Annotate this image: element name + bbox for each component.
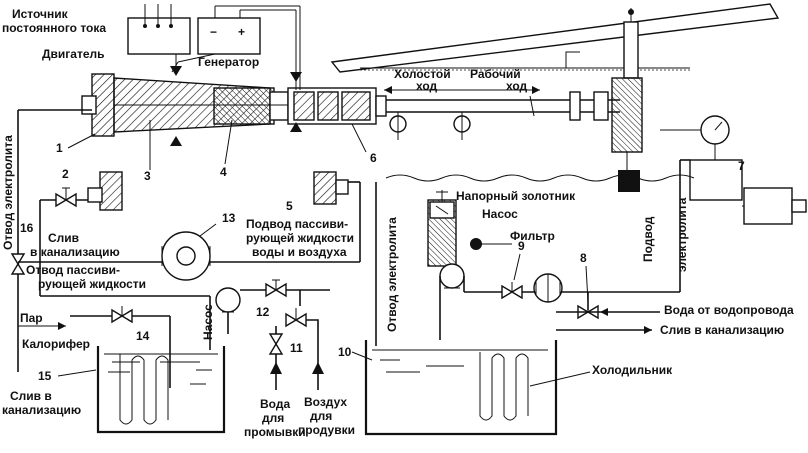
electrolyte-supply-label-1: Подвод	[641, 216, 655, 262]
passivating-supply-label-1: Подвод пассиви-	[246, 217, 348, 231]
cooler-label: Холодильник	[592, 363, 673, 377]
callout-3: 3	[144, 169, 151, 183]
valve-12	[265, 279, 287, 298]
idle-stroke-label-1: Холостой	[394, 67, 451, 81]
filter-label: Фильтр	[510, 229, 555, 243]
passivating-supply-label-2: рующей жидкости	[246, 231, 354, 245]
sewer-drain-bottom-label-2: канализацию	[2, 403, 81, 417]
pressure-valve-label: Напорный золотник	[456, 189, 576, 203]
dc-source-label-2: постоянного тока	[2, 21, 106, 35]
electrolyte-drain-mid-label: Отвод электролита	[385, 217, 399, 332]
callout-13: 13	[222, 211, 236, 225]
callout-14: 14	[136, 329, 150, 343]
pressure-valve	[427, 190, 482, 267]
callout-2: 2	[62, 167, 69, 181]
left-drain-valve	[10, 253, 26, 275]
callout-12: 12	[256, 305, 270, 319]
shaft-supports	[389, 91, 609, 140]
callout-10: 10	[338, 345, 352, 359]
valve-16	[55, 187, 77, 208]
part-2	[87, 171, 123, 211]
callout-16: 16	[20, 221, 34, 235]
valve-11	[285, 308, 307, 328]
dc-source-label-1: Источник	[12, 7, 69, 21]
left-pump	[215, 287, 241, 334]
callout-6: 6	[370, 151, 377, 165]
sewer-drain-left-label-1: Слив	[48, 231, 79, 245]
callout-4: 4	[220, 165, 227, 179]
callout-7: 7	[738, 159, 745, 173]
callout-1: 1	[56, 141, 63, 155]
wash-water-label-1: Вода	[260, 397, 290, 411]
sewer-drain-right-label: Слив в канализацию	[660, 323, 784, 337]
sewer-drain-left-label-2: в канализацию	[30, 245, 120, 259]
minus-sign: −	[210, 25, 217, 39]
electrode-tool-assembly	[81, 66, 387, 146]
plus-sign: +	[238, 25, 245, 39]
part-5	[313, 171, 349, 205]
motor-label: Двигатель	[42, 47, 105, 61]
electrolyte-drain-left-label: Отвод электролита	[1, 135, 15, 250]
valve-14	[111, 306, 133, 324]
working-stroke-label-2: ход	[506, 79, 528, 93]
passivating-drain-label-1: Отвод пассиви-	[26, 263, 120, 277]
generator-box: − +	[171, 5, 301, 82]
generator-label: Генератор	[198, 55, 259, 69]
blow-air-label-1: Воздух	[304, 395, 347, 409]
passivating-drain-label-2: рующей жидкости	[38, 277, 146, 291]
lever-mechanism	[330, 3, 780, 192]
callout-5: 5	[286, 199, 293, 213]
tap-water-label: Вода от водопровода	[664, 303, 794, 317]
callout-15: 15	[38, 369, 52, 383]
electrolyte-supply-label-2: электролита	[675, 197, 689, 272]
heater-label: Калорифер	[22, 337, 90, 351]
motor-7	[660, 115, 807, 225]
left-pump-label: Насос	[201, 304, 215, 340]
blow-air-label-2: для	[310, 409, 332, 423]
callout-8: 8	[580, 251, 587, 265]
right-pump	[439, 263, 465, 340]
tank-15	[96, 346, 226, 434]
callout-9: 9	[518, 239, 525, 253]
wash-water-label-2: для	[262, 411, 284, 425]
tank-10	[364, 340, 558, 436]
pump-13	[161, 231, 211, 281]
callout-11: 11	[290, 341, 303, 355]
blow-air-label-3: продувки	[298, 423, 355, 437]
idle-stroke-label-2: ход	[416, 79, 438, 93]
steam-label: Пар	[20, 311, 43, 325]
sewer-drain-bottom-label-1: Слив в	[10, 389, 52, 403]
valve-9	[501, 282, 523, 300]
working-stroke-label-1: Рабочий	[470, 67, 521, 81]
passivating-supply-label-3: воды и воздуха	[252, 245, 347, 259]
dc-source-motor-box	[127, 4, 191, 55]
filter	[533, 273, 563, 303]
wash-water-label-3: промывки	[244, 425, 306, 439]
right-pump-label: Насос	[482, 207, 518, 221]
wash-valve	[268, 333, 284, 355]
